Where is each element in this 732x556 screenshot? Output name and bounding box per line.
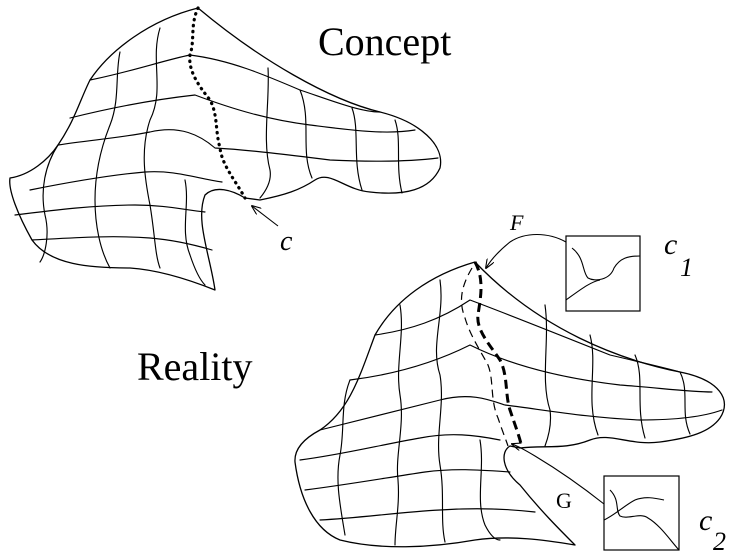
concept-mesh-v3: [39, 144, 59, 263]
concept-mesh-v8: [394, 119, 403, 194]
concept-title: Concept: [318, 19, 451, 64]
concept-mesh-h1: [89, 54, 381, 113]
inset-c2-frame: [603, 475, 680, 551]
inset-c1-curve-lower: [565, 279, 601, 301]
reality-mesh-v4: [479, 439, 501, 541]
concept-mesh-v5: [259, 67, 271, 199]
reality-mesh-v3: [337, 379, 351, 536]
concept-mesh-v2: [143, 27, 161, 269]
reality-mesh-h3: [319, 396, 723, 431]
label-F: F: [509, 210, 524, 235]
inset-c2-curve: [609, 489, 680, 551]
label-c2-base: c: [699, 504, 712, 537]
inset-c1: [565, 235, 641, 312]
concept-cut-c: [188, 6, 247, 200]
reality-mesh-v1: [394, 304, 403, 546]
concept-c-pointer: [252, 206, 279, 227]
inset-c1-frame: [565, 235, 641, 312]
reality-mesh-v2: [435, 279, 446, 543]
concept-mesh-h3: [57, 129, 439, 162]
reality-mesh-h6: [319, 508, 536, 521]
reality-surface: [294, 233, 725, 548]
G-connector: [512, 444, 605, 505]
label-c1-sub: 1: [680, 253, 693, 282]
reality-outline: [294, 261, 725, 548]
F-connector: [486, 233, 567, 269]
reality-mesh-v8: [679, 371, 691, 435]
label-c: c: [280, 226, 293, 257]
label-c2-sub: 2: [713, 527, 726, 556]
reality-mesh-h2: [349, 344, 713, 393]
reality-mesh-h5: [304, 469, 511, 491]
concept-mesh-h5: [14, 204, 206, 216]
reality-mesh-h4: [299, 434, 501, 461]
concept-surface: [9, 6, 442, 291]
concept-mesh-h4: [29, 171, 223, 191]
label-c1-base: c: [664, 228, 677, 261]
concept-mesh-v6: [299, 89, 313, 179]
reality-mesh-h1: [374, 299, 681, 373]
reality-cut-thin: [460, 267, 509, 447]
concept-mesh-h6: [31, 236, 213, 251]
reality-mesh-v7: [634, 354, 646, 439]
label-G: G: [556, 488, 572, 513]
concept-mesh-h2: [69, 94, 416, 133]
inset-c1-curve: [571, 247, 641, 281]
reality-mesh-v5: [544, 304, 552, 447]
inset-c2-curve-upper: [603, 497, 665, 521]
concept-mesh-v7: [351, 107, 363, 191]
reality-title: Reality: [137, 344, 253, 389]
concept-mesh-v4: [184, 179, 206, 286]
reality-cut-heavy: [473, 261, 524, 449]
inset-c2: [603, 475, 680, 551]
reality-mesh-v6: [589, 334, 599, 436]
concept-mesh-v1: [94, 51, 121, 269]
